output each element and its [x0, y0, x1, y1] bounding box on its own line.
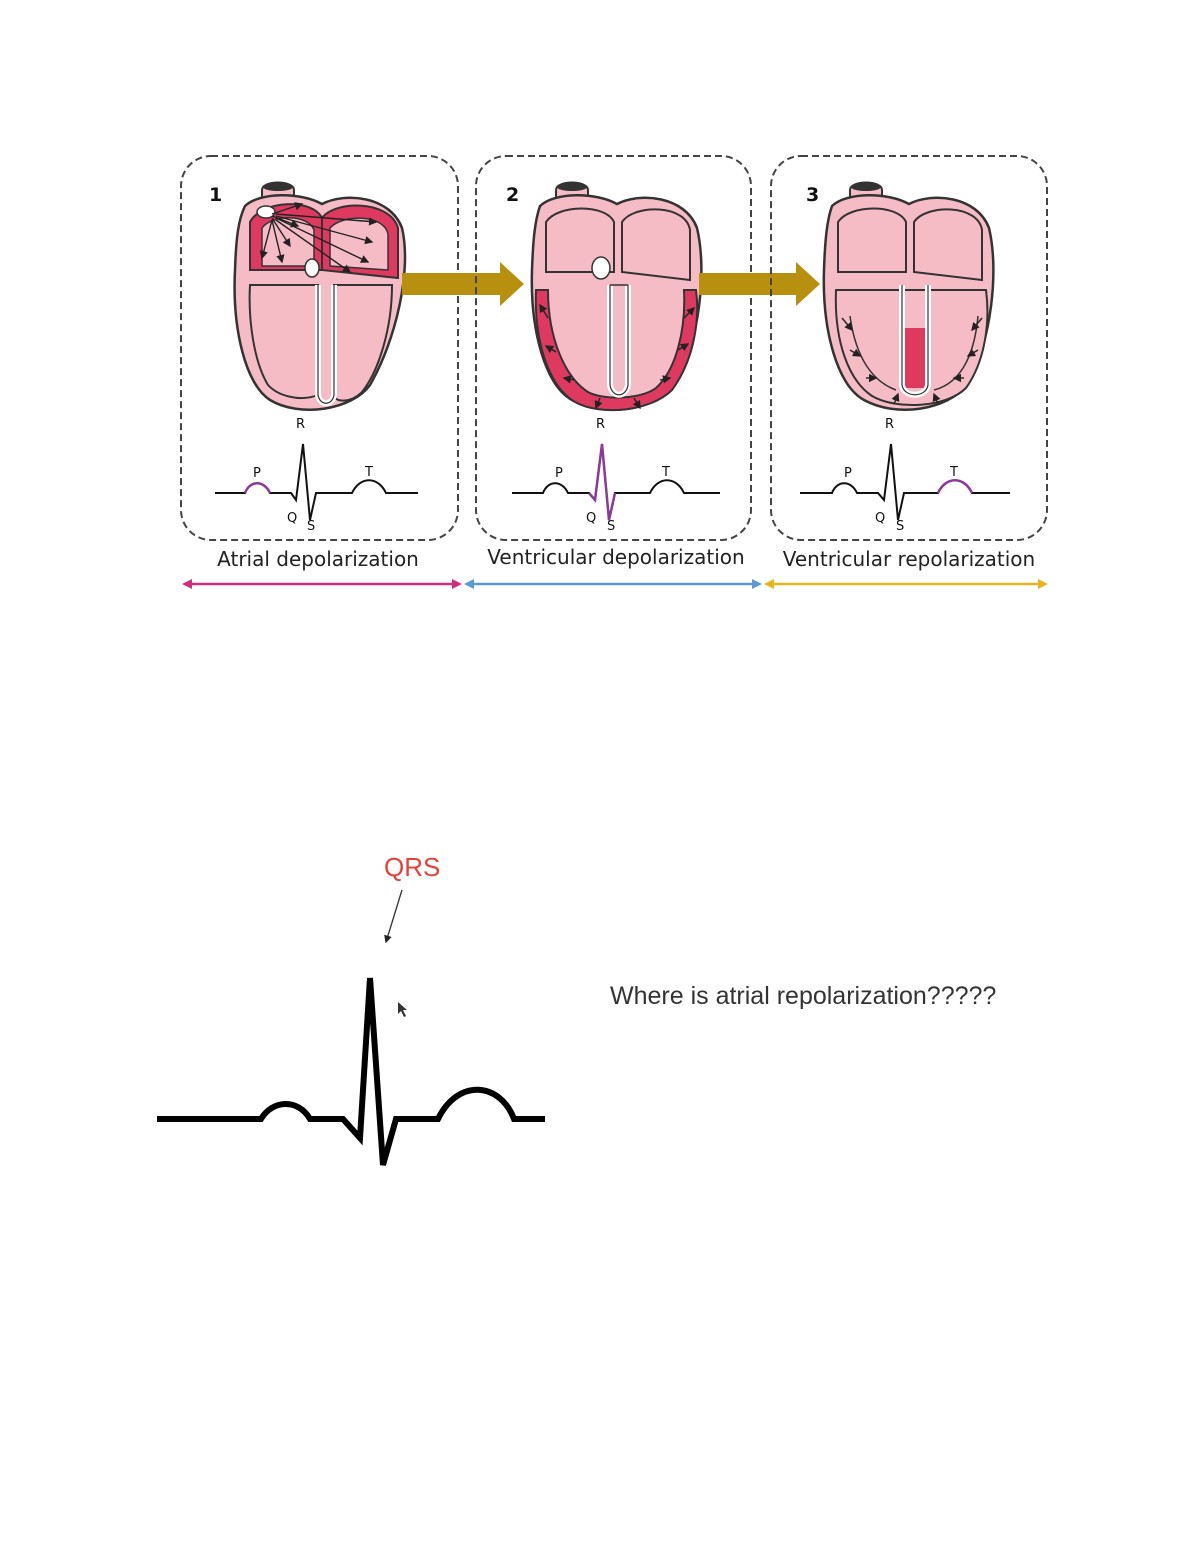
s-label: S: [607, 519, 615, 534]
q-label: Q: [875, 511, 885, 526]
ecg-trace: P R Q S T: [215, 417, 418, 534]
panel-caption: Ventricular repolarization: [783, 547, 1035, 571]
heart-diagram: [822, 181, 995, 412]
phase-duration-bars: [182, 579, 1048, 589]
t-wave-highlight: [936, 479, 974, 494]
panel-number: 3: [806, 184, 819, 206]
mouse-cursor-icon: [398, 1002, 407, 1017]
s-label: S: [307, 519, 315, 534]
ecg-trace: P R Q S T: [800, 417, 1010, 534]
panel-number: 2: [506, 184, 519, 206]
t-label: T: [364, 465, 373, 480]
panel-3: 3: [770, 155, 1048, 571]
p-wave-highlight: [243, 482, 272, 494]
panel-1: 1: [180, 155, 459, 571]
s-label: S: [896, 519, 904, 534]
p-label: P: [844, 466, 852, 481]
qrs-highlight: [588, 443, 617, 521]
r-label: R: [296, 417, 305, 432]
panel-caption: Ventricular depolarization: [487, 545, 744, 569]
q-label: Q: [287, 511, 297, 526]
flow-arrow: [699, 262, 820, 306]
question-text: Where is atrial repolarization?????: [610, 982, 996, 1010]
t-label: T: [661, 465, 670, 480]
panel-number: 1: [209, 184, 222, 206]
t-label: T: [949, 465, 958, 480]
p-label: P: [555, 466, 563, 481]
p-label: P: [253, 466, 261, 481]
qrs-label: QRS: [384, 852, 440, 882]
ventricular-depolarization-bar: [464, 579, 762, 589]
panel-2: 2: [475, 155, 752, 569]
ventricular-repolarization-bar: [764, 579, 1048, 589]
r-label: R: [885, 417, 894, 432]
atrial-bar: [182, 579, 462, 589]
r-label: R: [596, 417, 605, 432]
heart-diagram: [530, 181, 703, 412]
flow-arrow: [402, 262, 524, 306]
heart-diagram: [233, 181, 407, 412]
qrs-pointer-arrow: [384, 889, 403, 944]
ecg-waveform: [157, 977, 545, 1166]
q-label: Q: [586, 511, 596, 526]
ecg-trace: P R Q S T: [512, 417, 720, 534]
panel-caption: Atrial depolarization: [217, 547, 419, 571]
